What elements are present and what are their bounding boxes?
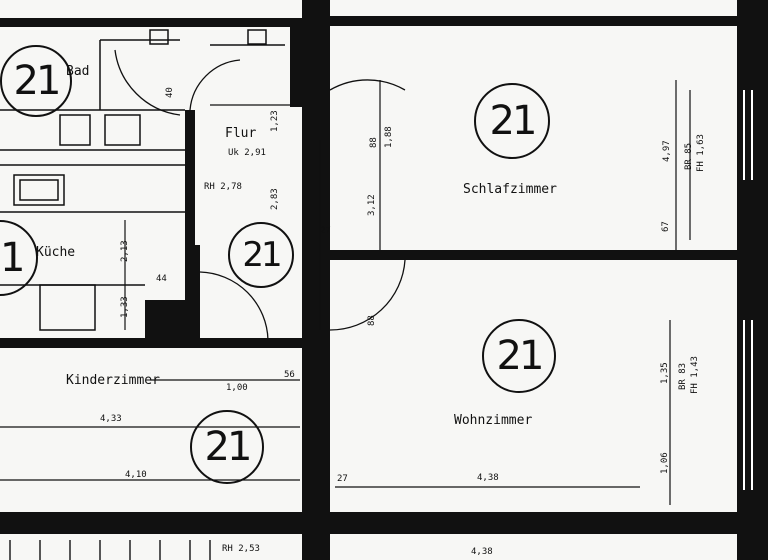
dim-kueche-213: 2,13 [120,240,130,262]
dim-kinder-width: 4,33 [100,414,122,424]
unit-circle-schlafzimmer: 21 [474,83,550,159]
dim-wohn-door: 88 [367,315,377,326]
dim-wohn-135: 1,35 [660,362,670,384]
dim-100: 1,00 [226,383,248,393]
dim-kinder-width2: 4,10 [125,470,147,480]
dim-kueche-133: 1,33 [120,296,130,318]
dim-wohn-width: 4,38 [477,473,499,483]
dim-flur-283: 2,83 [270,188,280,210]
dim-27-b: 27 [337,474,348,484]
dim-flur-188: 1,88 [384,126,394,148]
room-label-wohnzimmer: Wohnzimmer [454,413,533,428]
room-label-bad: Bad [66,64,90,79]
dim-schlaf-door: 88 [369,137,379,148]
room-label-flur: Flur [225,126,257,141]
room-label-kinderzimmer: Kinderzimmer [66,373,160,388]
dim-flur-123: 1,23 [270,110,280,132]
dim-schlaf-312: 3,12 [367,194,377,216]
dim-44: 44 [156,274,167,284]
unit-circle-flur: 21 [228,222,294,288]
dim-flur-rh: RH 2,78 [204,182,242,192]
dim-schlaf-vert: 4,97 [662,140,672,162]
room-label-schlafzimmer: Schlafzimmer [463,182,557,197]
dim-flur-uk: Uk 2,91 [228,148,266,158]
dim-56: 56 [284,370,295,380]
dim-schlaf-br: BR 85 [684,142,694,170]
dim-27-a: 27 [320,226,331,236]
unit-circle-bad: 21 [0,45,72,117]
dim-bottom-width: 4,38 [471,547,493,557]
dim-rh-bottom: RH 2,53 [222,544,260,554]
dim-schlaf-fh: FH 1,63 [696,134,706,172]
dim-schlaf-67: 67 [661,221,671,232]
dim-wohn-br: BR 83 [678,362,688,390]
dim-wohn-fh: FH 1,43 [690,356,700,394]
dim-kueche-40: 40 [165,87,175,98]
room-label-kueche: Küche [36,245,76,260]
dim-wohn-106: 1,06 [660,452,670,474]
unit-circle-wohnzimmer: 21 [482,319,556,393]
unit-circle-kueche: 21 [0,220,38,296]
unit-circle-kinderzimmer: 21 [190,410,264,484]
